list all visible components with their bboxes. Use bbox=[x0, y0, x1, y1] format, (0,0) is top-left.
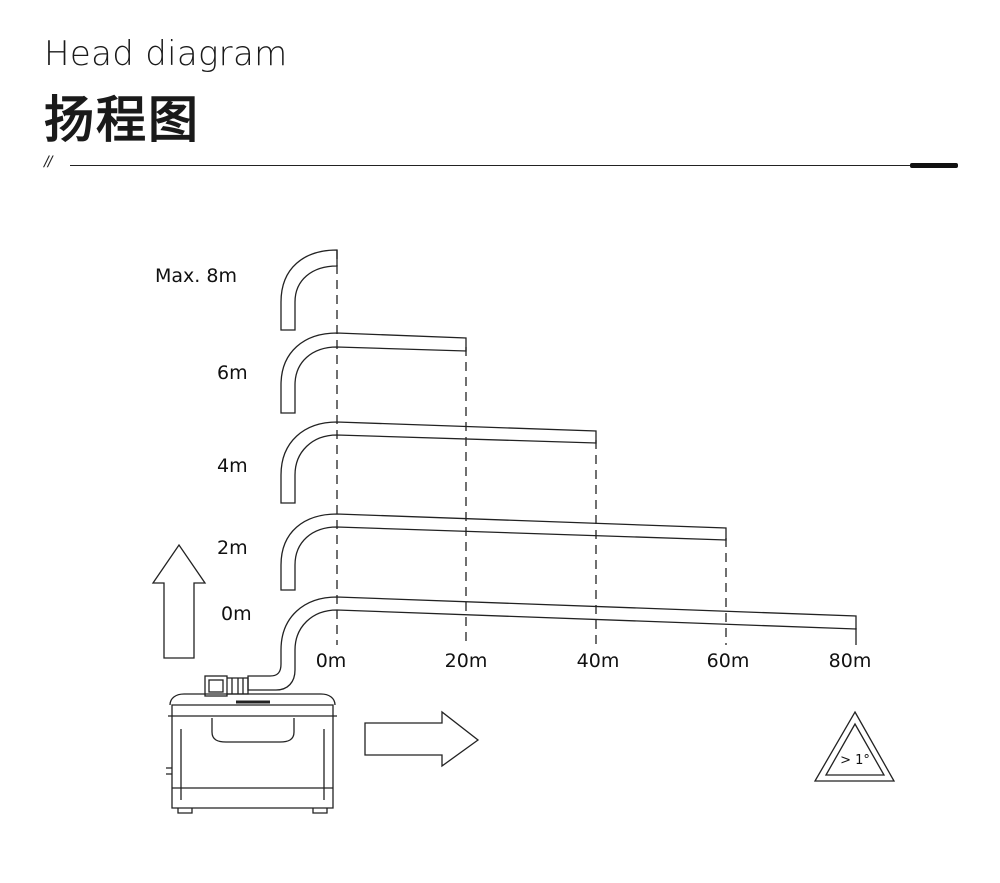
pipe-4m bbox=[280, 421, 597, 504]
height-label-6m: 6m bbox=[217, 362, 248, 384]
title-english: Head diagram bbox=[44, 34, 288, 74]
pipe-max-8m bbox=[280, 249, 338, 331]
height-label-max-8m: Max. 8m bbox=[155, 265, 237, 287]
distance-label-40m: 40m bbox=[577, 650, 620, 672]
height-label-0m: 0m bbox=[221, 603, 252, 625]
distance-label-0m: 0m bbox=[316, 650, 347, 672]
distance-label-80m: 80m bbox=[829, 650, 872, 672]
divider-slashes: // bbox=[44, 154, 53, 170]
pipe-6m bbox=[280, 332, 467, 414]
divider-accent-bar bbox=[910, 163, 958, 168]
pipe-2m bbox=[280, 513, 727, 591]
slope-warning-icon bbox=[813, 710, 896, 782]
distance-label-60m: 60m bbox=[707, 650, 750, 672]
title-divider: // bbox=[44, 154, 959, 178]
pump-unit bbox=[166, 675, 337, 814]
arrow-right-icon bbox=[364, 710, 480, 768]
pipe-0m bbox=[247, 596, 857, 691]
distance-label-20m: 20m bbox=[445, 650, 488, 672]
arrow-up-icon bbox=[151, 543, 207, 659]
title-chinese: 扬程图 bbox=[44, 91, 200, 149]
divider-line bbox=[70, 165, 915, 166]
height-label-4m: 4m bbox=[217, 455, 248, 477]
height-label-2m: 2m bbox=[217, 537, 248, 559]
slope-sign-text: > 1° bbox=[840, 753, 870, 768]
